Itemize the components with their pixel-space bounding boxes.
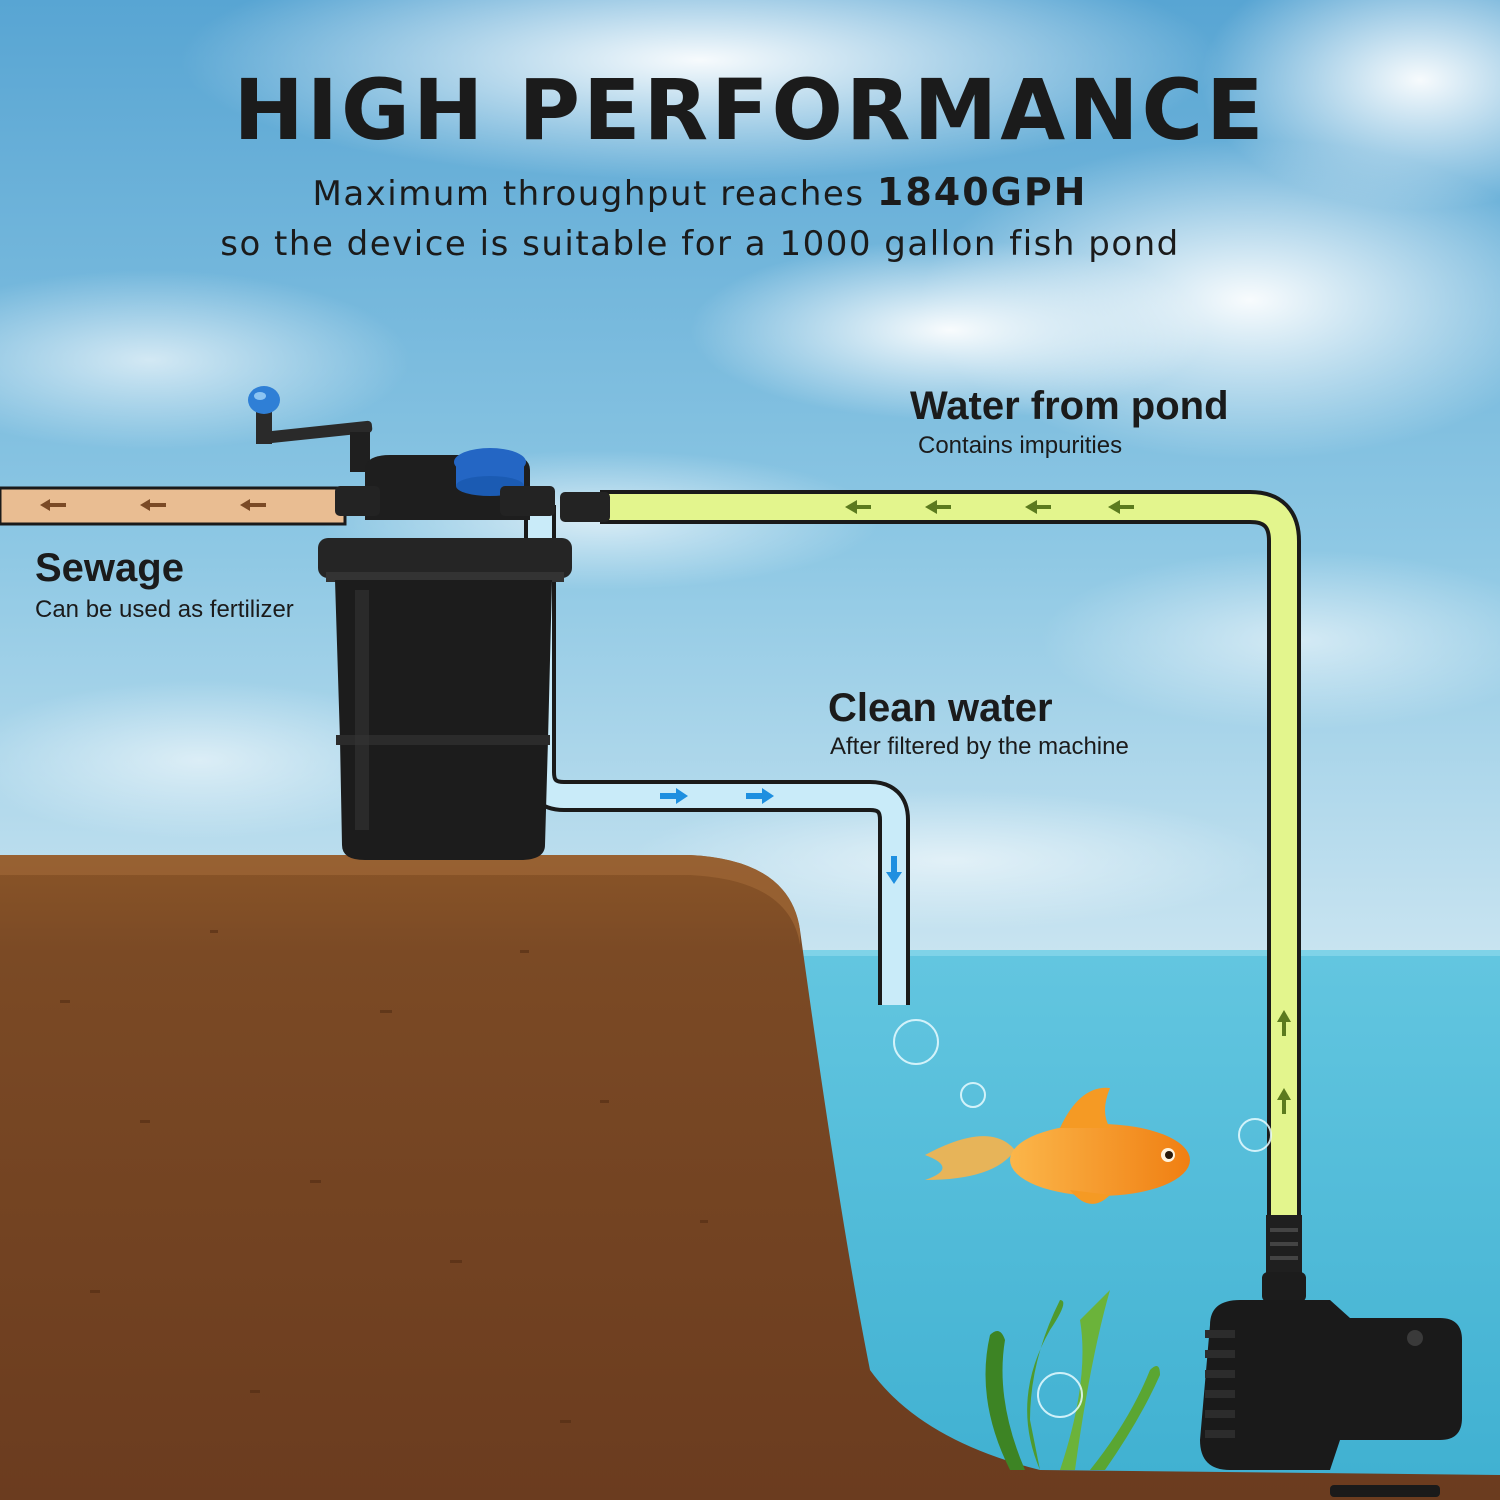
- pond-pump-icon: [1200, 1215, 1462, 1497]
- goldfish-icon: [925, 1087, 1190, 1204]
- filter-canister-icon: [248, 386, 610, 860]
- throughput-line: Maximum throughput reaches 1840GPH: [0, 168, 1400, 218]
- clean-water-label: Clean water: [828, 686, 1053, 730]
- arrow-icon: [140, 499, 166, 511]
- arrow-icon: [1025, 500, 1051, 514]
- pond-water-pipe: [600, 490, 1301, 1220]
- throughput-text: Maximum throughput reaches: [312, 174, 877, 214]
- arrow-icon: [240, 499, 266, 511]
- page-title: HIGH PERFORMANCE: [233, 61, 1267, 159]
- arrow-icon: [40, 499, 66, 511]
- clean-flow-arrows: [660, 788, 902, 884]
- seaweed-icon: [985, 1290, 1160, 1470]
- arrow-icon: [1277, 1010, 1291, 1036]
- suitability-line: so the device is suitable for a 1000 gal…: [220, 224, 1180, 264]
- water-from-pond-label: Water from pond: [910, 384, 1229, 428]
- arrow-icon: [660, 788, 688, 804]
- arrow-icon: [845, 500, 871, 514]
- arrow-icon: [746, 788, 774, 804]
- sewage-flow-arrows: [40, 499, 266, 511]
- bubble-icon: [893, 1019, 1272, 1418]
- arrow-icon: [886, 856, 902, 884]
- arrow-icon: [1108, 500, 1134, 514]
- throughput-value: 1840GPH: [876, 170, 1088, 214]
- sewage-label: Sewage: [35, 546, 184, 590]
- arrow-icon: [925, 500, 951, 514]
- sewage-caption: Can be used as fertilizer: [35, 596, 294, 623]
- arrow-icon: [1277, 1088, 1291, 1114]
- soil-bank: [0, 855, 1500, 1500]
- pond-flow-arrows: [845, 500, 1291, 1114]
- clean-water-caption: After filtered by the machine: [830, 733, 1129, 760]
- water-from-pond-caption: Contains impurities: [918, 432, 1123, 459]
